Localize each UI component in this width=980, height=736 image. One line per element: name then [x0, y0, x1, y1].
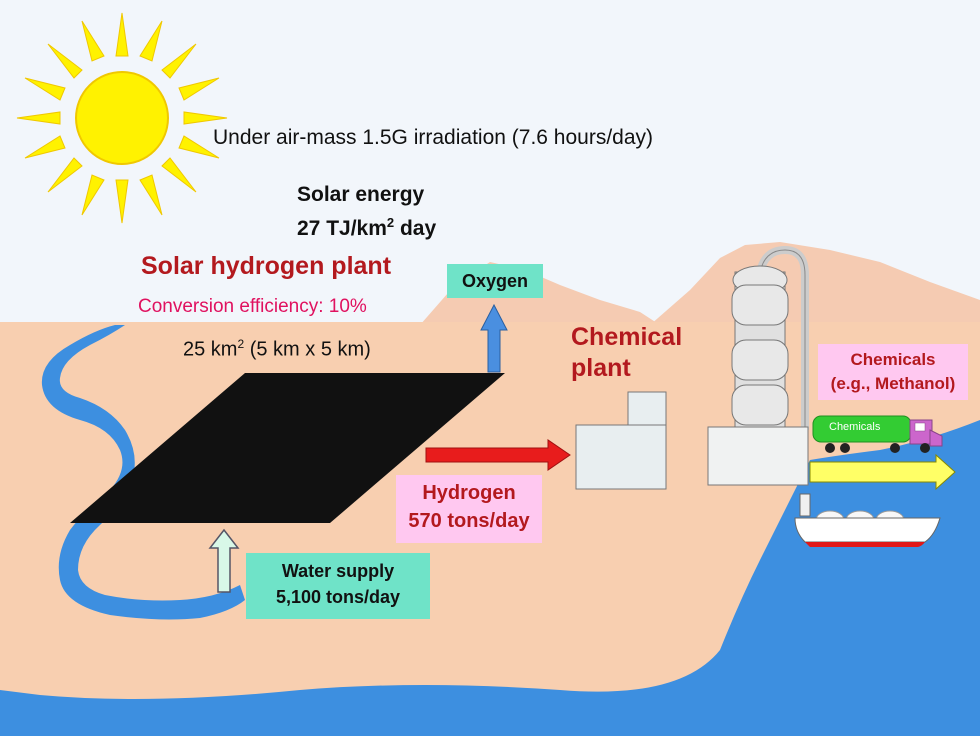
truck-label: Chemicals: [829, 421, 881, 433]
efficiency-label: Conversion efficiency: 10%: [138, 296, 367, 317]
hydrogen-box: Hydrogen 570 tons/day: [396, 475, 542, 543]
irradiation-label: Under air-mass 1.5G irradiation (7.6 hou…: [213, 126, 654, 149]
solar-panel-field: [70, 373, 505, 523]
product-arrow: [809, 453, 956, 491]
chemical-plant-label: Chemical plant: [571, 323, 683, 382]
solar-energy-label: Solar energy 27 TJ/km2 day: [297, 181, 436, 243]
plant-title: Solar hydrogen plant: [141, 252, 392, 280]
water-supply-box: Water supply 5,100 tons/day: [246, 553, 430, 619]
solar-energy-line2: 27 TJ/km2 day: [297, 215, 437, 240]
oxygen-arrow: [480, 303, 508, 373]
river: [41, 325, 245, 620]
sun-icon: [16, 12, 228, 224]
truck-icon: [812, 415, 943, 453]
tanker-ship-icon: [794, 493, 941, 547]
area-label: 25 km2 (5 km x 5 km): [183, 337, 371, 361]
oxygen-box: Oxygen: [447, 264, 543, 298]
solar-energy-line1: Solar energy: [297, 183, 425, 206]
sea: [0, 420, 980, 736]
reactor-tower: [707, 245, 809, 486]
hydrogen-arrow: [425, 439, 571, 471]
chemical-plant-building: [575, 391, 667, 490]
water-arrow: [208, 528, 240, 593]
chemicals-box: Chemicals (e.g., Methanol): [818, 344, 968, 400]
